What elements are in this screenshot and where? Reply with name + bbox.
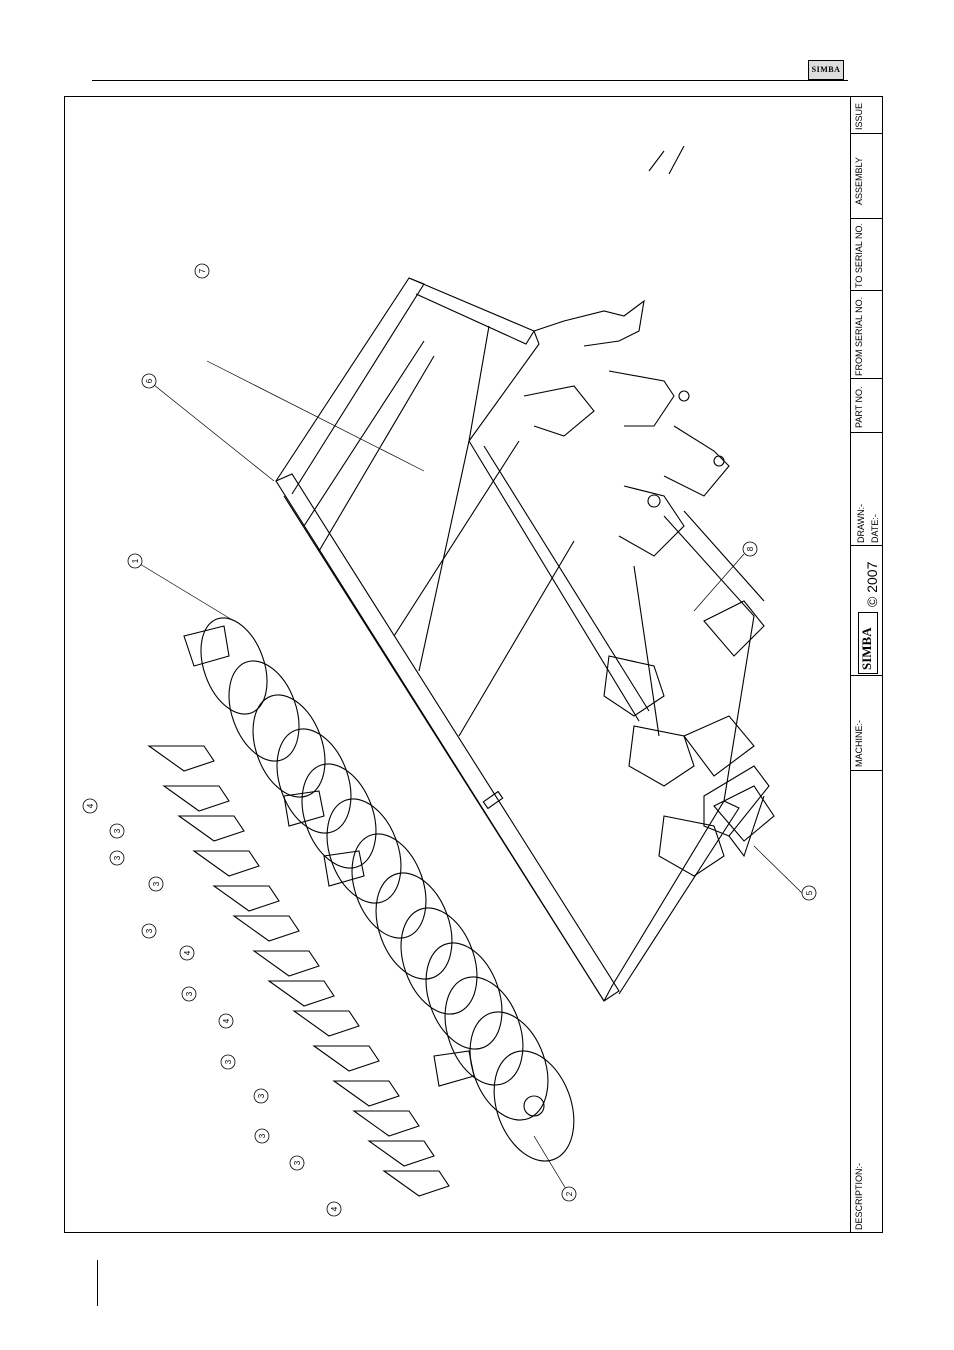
svg-text:3: 3: [293, 1160, 302, 1165]
title-block-divider: [850, 545, 883, 546]
callout-4: 4: [327, 1202, 341, 1216]
date-label: DATE:-: [870, 514, 880, 543]
svg-text:6: 6: [145, 378, 154, 383]
header-logo: SIMBA: [808, 60, 844, 80]
callout-8: 8: [743, 542, 757, 556]
tine-bar: [604, 511, 774, 876]
title-block-divider: [850, 432, 883, 433]
callout-3: 3: [149, 877, 163, 891]
svg-text:3: 3: [257, 1093, 266, 1098]
svg-text:3: 3: [145, 928, 154, 933]
issue-label: ISSUE: [854, 103, 864, 130]
svg-text:3: 3: [185, 991, 194, 996]
callout-3: 3: [182, 987, 196, 1001]
callout-3: 3: [221, 1055, 235, 1069]
svg-text:2: 2: [565, 1191, 574, 1196]
hitch-assembly: [524, 301, 729, 556]
callout-7: 7: [195, 264, 209, 278]
callout-4: 4: [219, 1014, 233, 1028]
callout-balloons: 1 2 3 3 3 3 3 3 3 3 3 4 4 4 4 5 6 7 8: [83, 264, 816, 1216]
svg-text:3: 3: [113, 828, 122, 833]
disc-gang: [184, 609, 588, 1172]
description-label: DESCRIPTION:-: [854, 1163, 864, 1230]
svg-text:4: 4: [222, 1018, 231, 1023]
from-serial-label: FROM SERIAL NO.: [854, 297, 864, 376]
bolts: [649, 146, 684, 174]
callout-2: 2: [562, 1187, 576, 1201]
drawn-label: DRAWN:-: [856, 504, 866, 543]
leader-lines: [135, 361, 802, 1194]
svg-text:8: 8: [746, 546, 755, 551]
svg-text:4: 4: [86, 803, 95, 808]
title-block-divider: [850, 290, 883, 291]
title-block-divider: [850, 675, 883, 676]
svg-text:4: 4: [330, 1206, 339, 1211]
callout-3: 3: [255, 1129, 269, 1143]
title-logo: SIMBA: [859, 627, 875, 670]
exploded-parts-drawing: 1 2 3 3 3 3 3 3 3 3 3 4 4 4 4 5 6 7 8: [64, 96, 848, 1233]
svg-text:5: 5: [805, 890, 814, 895]
main-frame: [276, 278, 739, 1001]
header-rule: [92, 80, 848, 81]
callout-3: 3: [110, 824, 124, 838]
assembly-label: ASSEMBLY: [854, 157, 864, 205]
footer-rule: [97, 1260, 98, 1306]
copyright: © 2007: [864, 562, 880, 607]
callout-3: 3: [142, 924, 156, 938]
svg-text:7: 7: [198, 268, 207, 273]
callout-3: 3: [110, 851, 124, 865]
to-serial-label: TO SERIAL NO.: [854, 223, 864, 288]
title-block-divider: [850, 770, 883, 771]
title-block-divider: [850, 133, 883, 134]
callout-3: 3: [254, 1089, 268, 1103]
machine-label: MACHINE:-: [854, 720, 864, 767]
callout-5: 5: [802, 886, 816, 900]
svg-text:3: 3: [113, 855, 122, 860]
svg-text:4: 4: [183, 950, 192, 955]
svg-text:3: 3: [258, 1133, 267, 1138]
callout-4: 4: [180, 946, 194, 960]
callout-3: 3: [290, 1156, 304, 1170]
callout-4: 4: [83, 799, 97, 813]
title-block-divider: [850, 378, 883, 379]
callout-1: 1: [128, 554, 142, 568]
title-block-divider: [850, 218, 883, 219]
svg-text:3: 3: [152, 881, 161, 886]
svg-text:3: 3: [224, 1059, 233, 1064]
svg-text:1: 1: [131, 558, 140, 563]
callout-6: 6: [142, 374, 156, 388]
part-no-label: PART NO.: [854, 386, 864, 428]
